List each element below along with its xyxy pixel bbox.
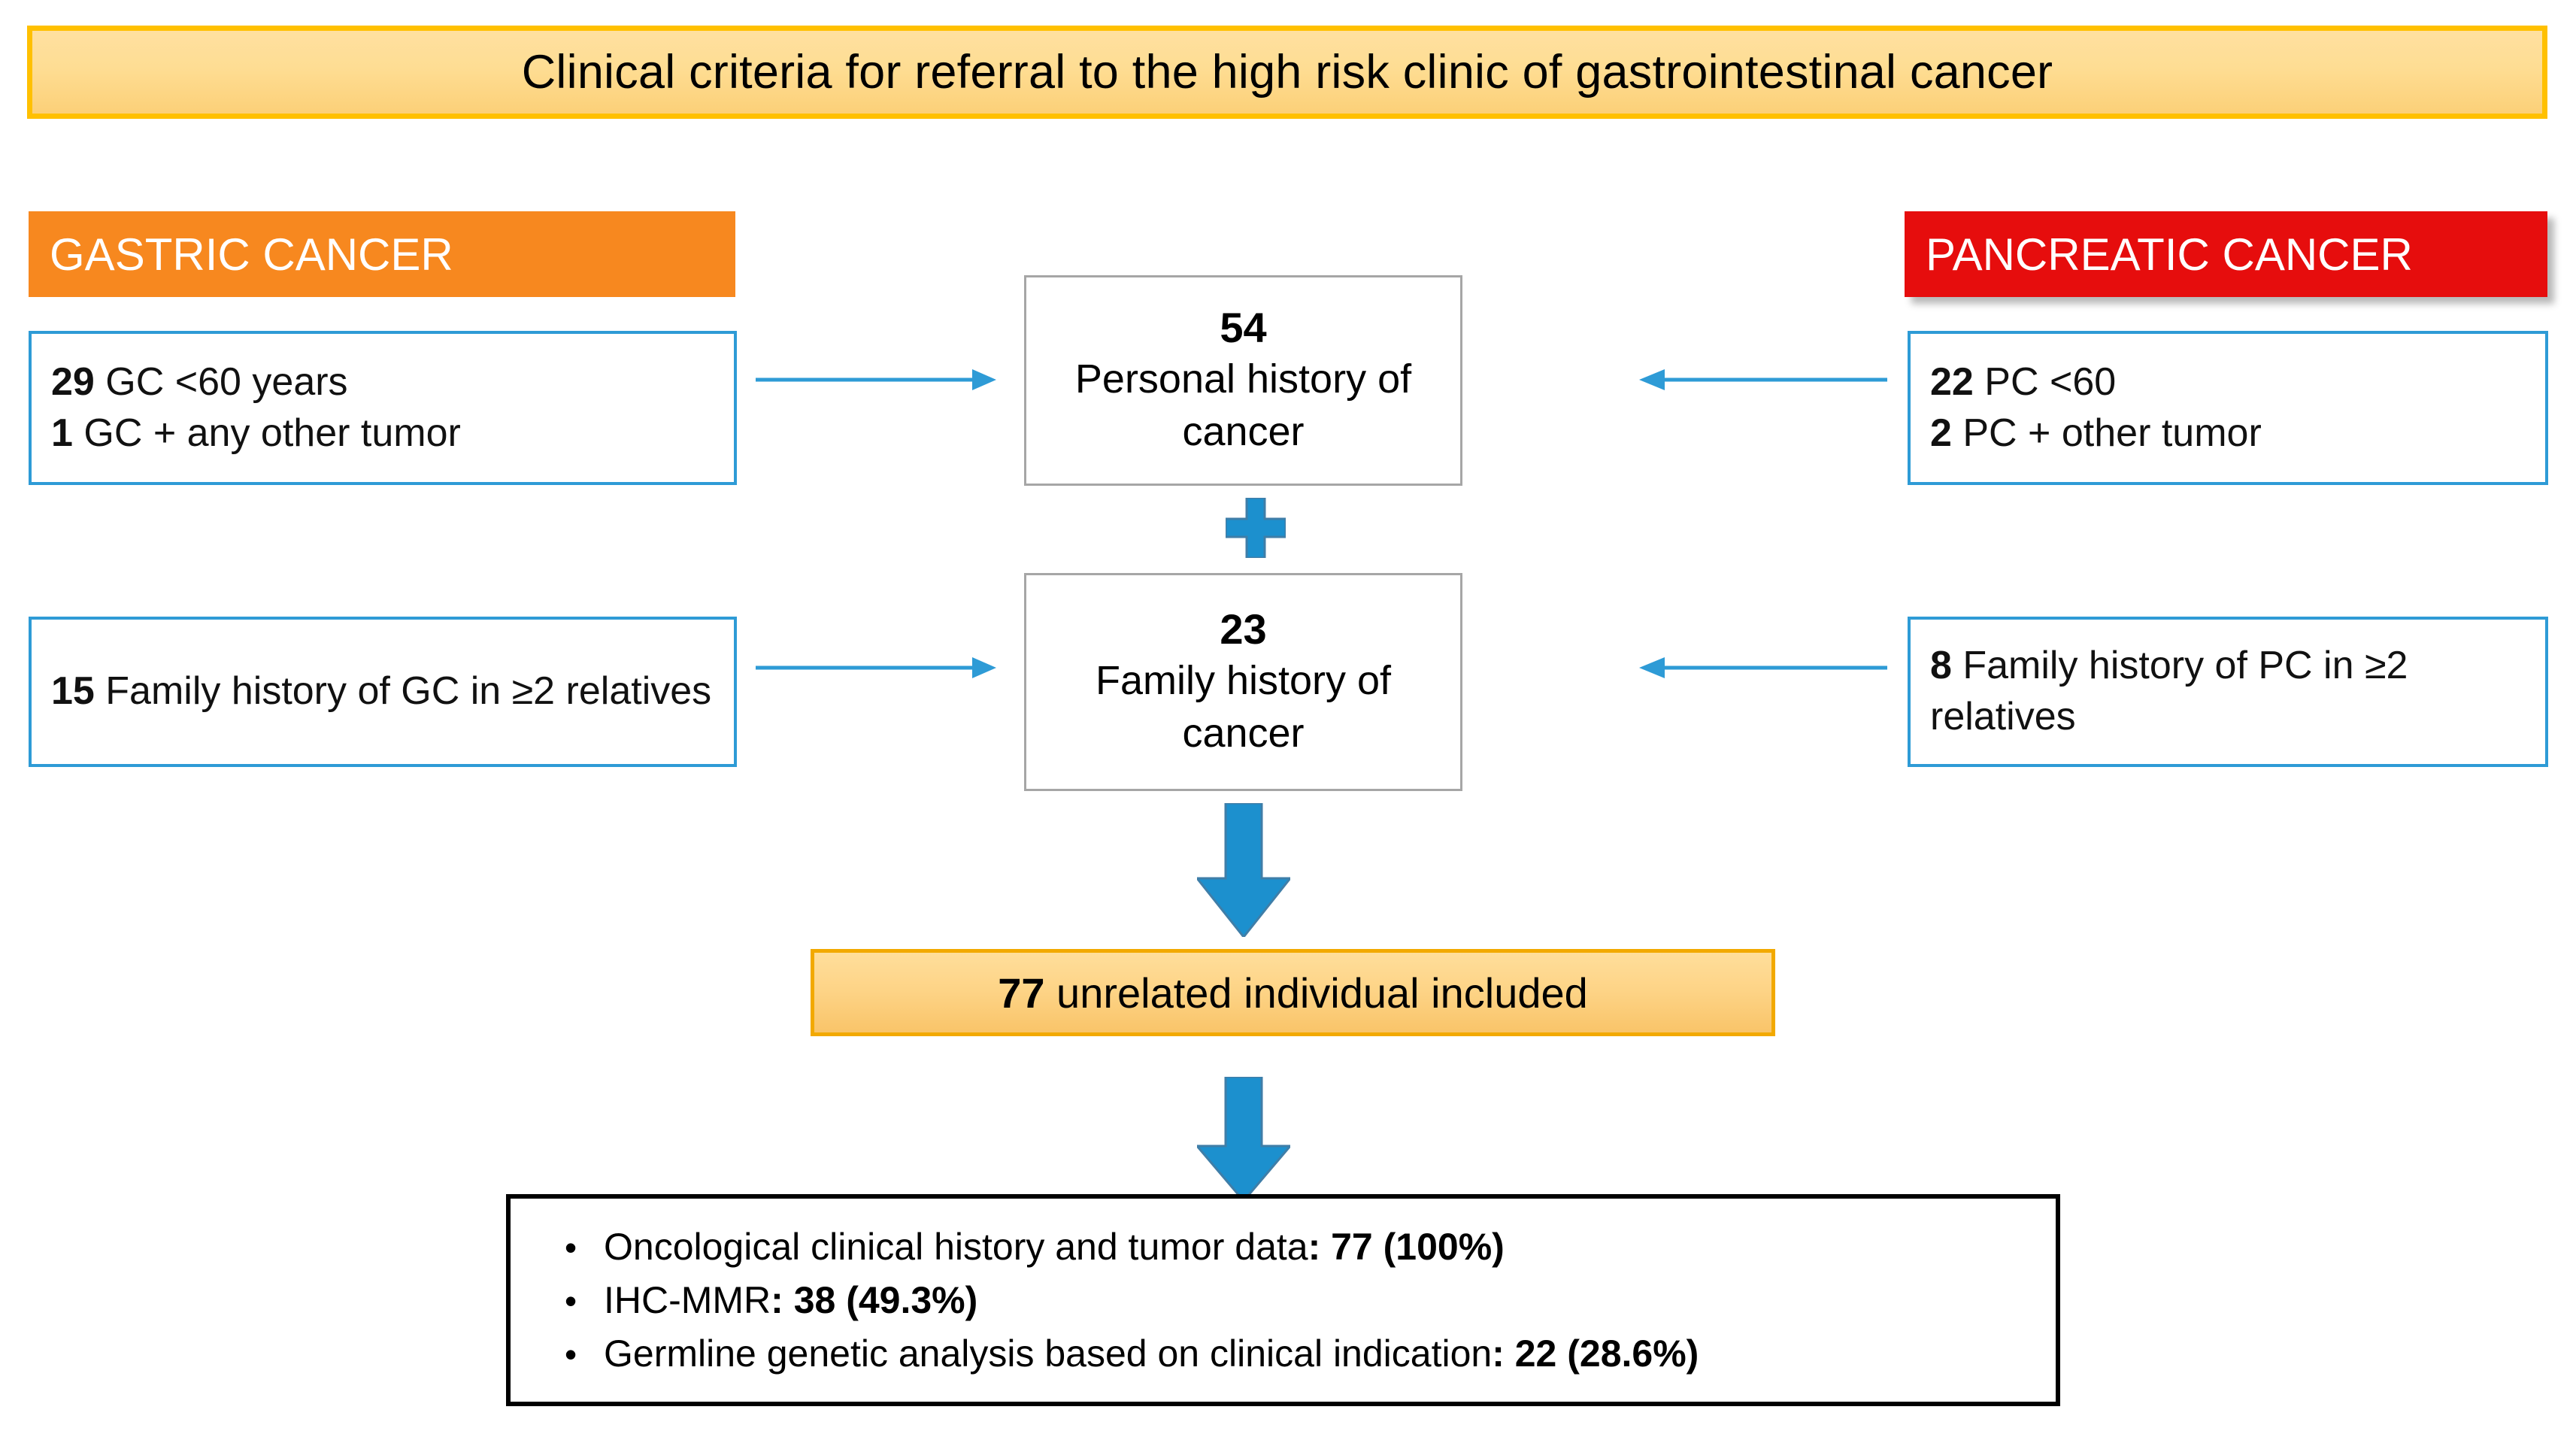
arrow-gastric-to-family xyxy=(756,653,996,683)
family-history-label: Family history of cancer xyxy=(1095,657,1392,756)
criteria-text: Family history of PC in ≥2 relatives xyxy=(1930,644,2408,738)
pancreatic-cancer-header: PANCREATIC CANCER xyxy=(1905,211,2547,297)
result-value: : 38 (49.3%) xyxy=(771,1278,978,1321)
page-title: Clinical criteria for referral to the hi… xyxy=(521,46,2053,99)
pancreatic-cancer-label: PANCREATIC CANCER xyxy=(1926,229,2413,280)
criteria-text: GC + any other tumor xyxy=(72,411,461,455)
result-label: Germline genetic analysis based on clini… xyxy=(604,1332,1493,1375)
criteria-count: 8 xyxy=(1930,644,1952,688)
gastric-cancer-header: GASTRIC CANCER xyxy=(29,211,735,297)
criteria-count: 15 xyxy=(51,669,95,714)
bullet-icon: • xyxy=(565,1335,577,1375)
criteria-count: 22 xyxy=(1930,359,1974,404)
result-label: Oncological clinical history and tumor d… xyxy=(604,1225,1308,1268)
pancreatic-personal-criteria-box: 22 PC <60 2 PC + other tumor xyxy=(1908,331,2548,485)
result-item: • Germline genetic analysis based on cli… xyxy=(511,1332,2056,1375)
criteria-count: 1 xyxy=(51,411,73,455)
criteria-count: 2 xyxy=(1930,411,1952,455)
pancreatic-family-criteria-box: 8 Family history of PC in ≥2 relatives xyxy=(1908,617,2548,767)
title-banner: Clinical criteria for referral to the hi… xyxy=(27,26,2547,119)
summary-banner: 77 unrelated individual included xyxy=(811,949,1775,1036)
gastric-personal-criteria-box: 29 GC <60 years 1 GC + any other tumor xyxy=(29,331,737,485)
criteria-text: PC + other tumor xyxy=(1951,411,2262,455)
summary-text: 77 unrelated individual included xyxy=(998,969,1588,1017)
result-item: • IHC-MMR: 38 (49.3%) xyxy=(511,1278,2056,1322)
personal-history-box: 54 Personal history of cancer xyxy=(1024,275,1462,486)
criteria-text: Family history of GC in ≥2 relatives xyxy=(94,669,712,714)
personal-history-label: Personal history of cancer xyxy=(1074,356,1412,455)
arrow-pancreatic-to-personal xyxy=(1639,365,1887,395)
criteria-count: 29 xyxy=(51,359,95,404)
criteria-line: 8 Family history of PC in ≥2 relatives xyxy=(1930,641,2526,742)
family-history-count: 23 xyxy=(1220,605,1267,653)
criteria-text: GC <60 years xyxy=(94,359,348,404)
bullet-icon: • xyxy=(565,1227,577,1267)
result-text: Oncological clinical history and tumor d… xyxy=(604,1225,1505,1269)
arrow-down-to-summary xyxy=(1194,802,1293,939)
bullet-icon: • xyxy=(565,1281,577,1320)
criteria-line: 2 PC + other tumor xyxy=(1930,408,2526,459)
result-text: IHC-MMR: 38 (49.3%) xyxy=(604,1278,977,1322)
gastric-family-criteria-box: 15 Family history of GC in ≥2 relatives xyxy=(29,617,737,767)
personal-history-count: 54 xyxy=(1220,303,1267,351)
criteria-text: PC <60 xyxy=(1973,359,2117,404)
result-text: Germline genetic analysis based on clini… xyxy=(604,1332,1699,1375)
plus-icon xyxy=(1224,496,1287,559)
result-item: • Oncological clinical history and tumor… xyxy=(511,1225,2056,1269)
result-label: IHC-MMR xyxy=(604,1278,771,1321)
arrow-down-to-results xyxy=(1194,1075,1293,1203)
criteria-line: 1 GC + any other tumor xyxy=(51,408,714,459)
results-box: • Oncological clinical history and tumor… xyxy=(506,1194,2060,1406)
arrow-gastric-to-personal xyxy=(756,365,996,395)
criteria-line: 22 PC <60 xyxy=(1930,357,2526,408)
family-history-box: 23 Family history of cancer xyxy=(1024,573,1462,791)
summary-label: unrelated individual included xyxy=(1044,969,1588,1017)
criteria-line: 29 GC <60 years xyxy=(51,357,714,408)
gastric-cancer-label: GASTRIC CANCER xyxy=(50,229,453,280)
summary-count: 77 xyxy=(998,969,1045,1017)
result-value: : 22 (28.6%) xyxy=(1492,1332,1699,1375)
arrow-pancreatic-to-family xyxy=(1639,653,1887,683)
criteria-line: 15 Family history of GC in ≥2 relatives xyxy=(51,666,714,717)
result-value: : 77 (100%) xyxy=(1308,1225,1505,1268)
